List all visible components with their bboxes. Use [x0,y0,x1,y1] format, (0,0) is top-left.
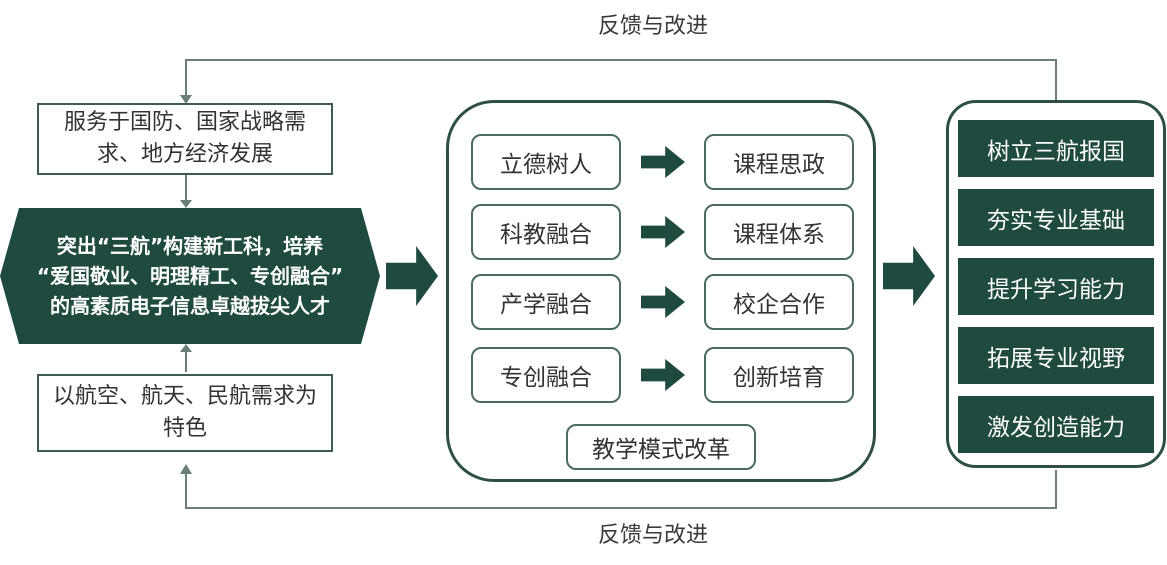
outcome-item-2: 夯实专业基础 [958,189,1154,246]
feedback-top-label: 反馈与改进 [598,14,709,39]
service-goal-box: 服务于国防、国家战略需求、地方经济发展 [37,103,333,175]
center-right-item-3: 校企合作 [704,274,854,330]
hexagon-line-3: 的高素质电子信息卓越拔尖人才 [49,294,330,318]
outcome-item-3: 提升学习能力 [958,258,1154,315]
hexagon-line-2: “爱国敬业、明理精工、专创融合” [36,264,344,288]
feature-box: 以航空、航天、民航需求为特色 [37,374,333,452]
center-right-item-1: 课程思政 [704,134,854,190]
core-goal-hexagon: 突出“三航”构建新工科，培养 “爱国敬业、明理精工、专创融合” 的高素质电子信息… [0,208,380,344]
outcome-item-1: 树立三航报国 [958,120,1154,177]
center-left-item-2: 科教融合 [471,204,621,260]
outcome-item-5: 激发创造能力 [958,396,1154,453]
center-left-item-4: 专创融合 [471,347,621,403]
center-left-item-3: 产学融合 [471,274,621,330]
center-right-item-4: 创新培育 [704,347,854,403]
outcome-item-4: 拓展专业视野 [958,327,1154,384]
center-left-item-1: 立德树人 [471,134,621,190]
hexagon-line-1: 突出“三航”构建新工科，培养 [56,234,324,258]
feedback-bottom-label: 反馈与改进 [598,523,709,548]
center-right-item-2: 课程体系 [704,204,854,260]
teaching-reform-label: 教学模式改革 [566,424,756,470]
